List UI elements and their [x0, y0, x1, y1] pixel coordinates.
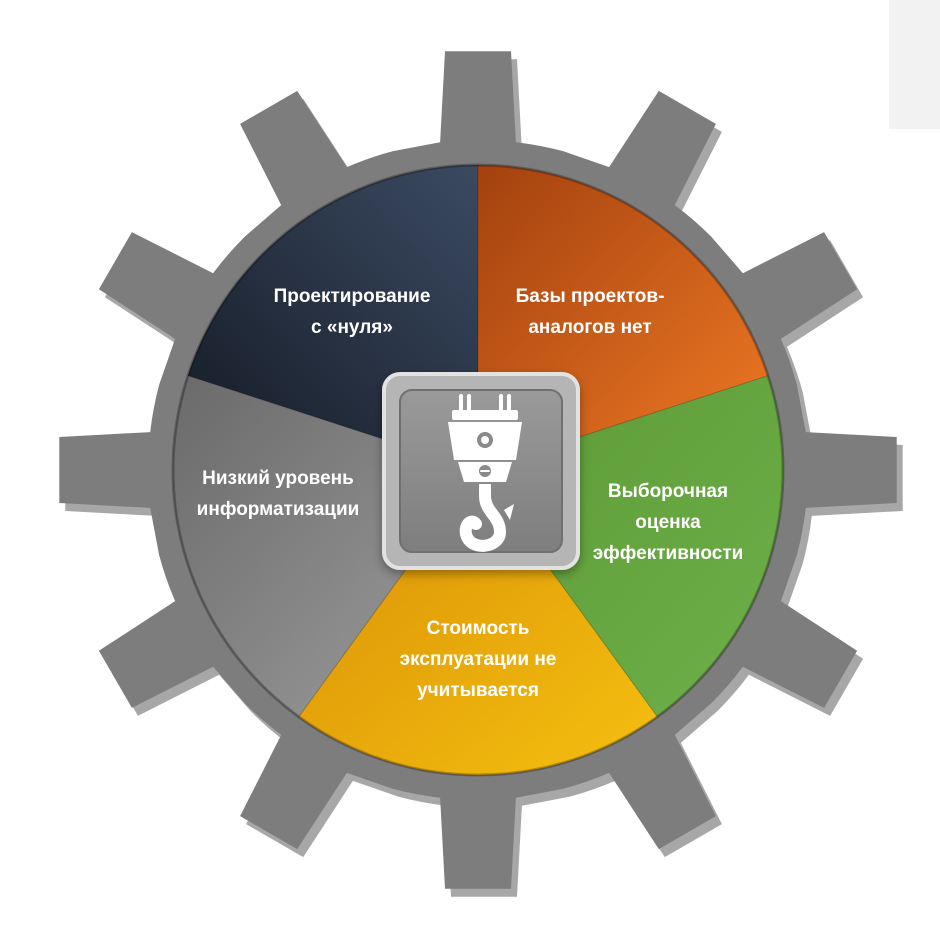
segment-label-line: Стоимость — [427, 618, 530, 639]
segment-label-line: Низкий уровень — [202, 468, 354, 489]
segment-label-line: информатизации — [197, 499, 360, 520]
segment-label-line: Проектирование — [274, 286, 431, 307]
segment-rim — [171, 163, 785, 777]
segment-operating-cost-ignored — [298, 469, 658, 776]
segment-label-line: оценка — [635, 512, 701, 533]
segment-label-selective-efficiency-assessment: Выборочная оценка эффективности — [593, 481, 744, 564]
segment-label-design-from-scratch: Проектирование с «нуля» — [274, 286, 431, 338]
segment-label-line: учитывается — [417, 680, 539, 701]
segment-label-no-analog-database: Базы проектов-аналогов нет — [516, 286, 665, 338]
segment-label-low-informatization-level: Низкий уровень информатизации — [197, 468, 360, 520]
segment-label-line: с «нуля» — [311, 317, 393, 338]
corner-panel — [889, 0, 940, 129]
segment-label-line: Базы проектов- — [516, 286, 665, 307]
segment-label-line: эффективности — [593, 543, 744, 564]
segment-label-line: аналогов нет — [528, 317, 651, 338]
segment-label-operating-cost-ignored: Стоимость эксплуатации не учитывается — [400, 618, 557, 701]
segment-label-line: эксплуатации не — [400, 649, 557, 670]
segment-label-line: Выборочная — [608, 481, 728, 502]
crane-hook-icon — [448, 394, 522, 552]
